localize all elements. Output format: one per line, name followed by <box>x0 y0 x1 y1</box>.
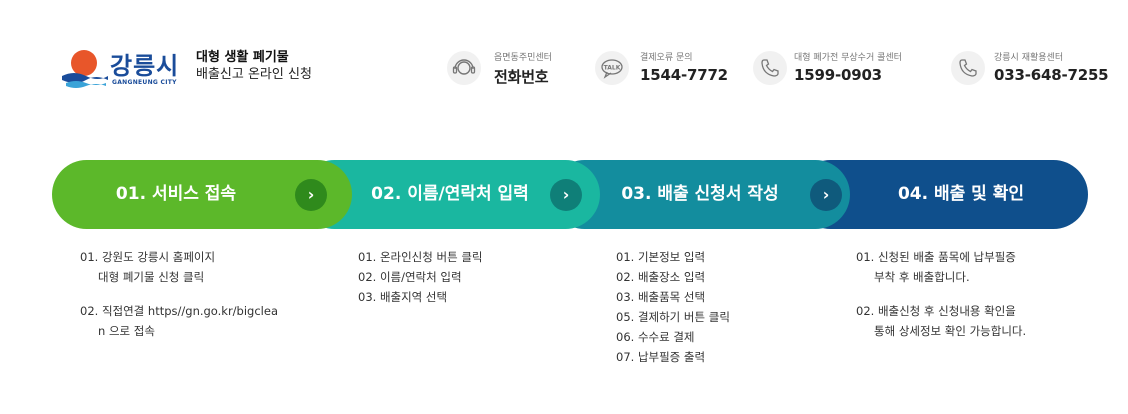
step-03-description: 01. 기본정보 입력 02. 배출장소 입력 03. 배출품목 선택 05. … <box>616 247 730 367</box>
contact-label: 대형 폐가전 무상수거 콜센터 <box>794 53 902 63</box>
contact-label: 강릉시 재활용센터 <box>994 53 1064 63</box>
list-item: 06. 수수료 결제 <box>616 330 695 344</box>
list-item-continuation: 대형 폐기물 신청 클릭 <box>98 270 205 284</box>
contact-appliance-callcenter[interactable]: 대형 폐가전 무상수거 콜센터 1599-0903 <box>752 46 932 92</box>
logo-subtext: GANGNEUNG CITY <box>112 79 177 86</box>
contact-recycling-center[interactable]: 강릉시 재활용센터 033-648-7255 <box>950 46 1110 92</box>
chevron-right-icon: › <box>307 185 315 204</box>
svg-text:TALK: TALK <box>604 65 621 72</box>
list-item: 07. 납부필증 출력 <box>616 350 706 364</box>
contact-number: 전화번호 <box>494 68 549 86</box>
list-item: 01. 강원도 강릉시 홈페이지 <box>80 250 216 264</box>
list-item: 03. 배출지역 선택 <box>358 290 448 304</box>
step-01-label: 01. 서비스 접속 <box>115 184 237 204</box>
step-04-label: 04. 배출 및 확인 <box>897 184 1025 204</box>
step-04-description: 01. 신청된 배출 품목에 납부필증 부착 후 배출합니다. 02. 배출신청… <box>856 247 1026 341</box>
list-item: 01. 신청된 배출 품목에 납부필증 <box>856 250 1016 264</box>
next-arrow-icon: › <box>810 179 842 211</box>
talk-bubble-icon: TALK <box>595 51 629 85</box>
contact-label: 읍면동주민센터 <box>494 53 552 63</box>
service-title: 대형 생활 폐기물 배출신고 온라인 신청 <box>196 49 312 83</box>
step-02-label: 02. 이름/연락처 입력 <box>371 184 529 204</box>
list-item: 02. 직접연결 https//gn.go.kr/bigclea <box>80 304 278 318</box>
step-02-description: 01. 온라인신청 버튼 클릭 02. 이름/연락처 입력 03. 배출지역 선… <box>358 247 482 307</box>
contact-community-center[interactable]: 읍면동주민센터 전화번호 <box>446 46 576 92</box>
service-title-line1: 대형 생활 폐기물 <box>196 50 289 65</box>
list-item: 02. 배출신청 후 신청내용 확인을 <box>856 304 1016 318</box>
phone-icon <box>951 51 985 85</box>
sun-wave-logo-icon <box>62 50 108 88</box>
step-01-description: 01. 강원도 강릉시 홈페이지 대형 폐기물 신청 클릭 02. 직접연결 h… <box>80 247 278 341</box>
list-item: 02. 배출장소 입력 <box>616 270 706 284</box>
contact-number: 1599-0903 <box>794 66 882 84</box>
logo-text: 강릉시 <box>110 52 180 80</box>
contact-number: 1544-7772 <box>640 66 728 84</box>
chevron-right-icon: › <box>562 185 570 204</box>
list-item: 01. 기본정보 입력 <box>616 250 706 264</box>
list-item: 03. 배출품목 선택 <box>616 290 706 304</box>
next-arrow-icon: › <box>295 179 327 211</box>
contact-label: 결제오류 문의 <box>640 53 693 63</box>
header: 강릉시 GANGNEUNG CITY 대형 생활 폐기물 배출신고 온라인 신청… <box>0 0 1128 130</box>
list-item: 01. 온라인신청 버튼 클릭 <box>358 250 483 264</box>
list-item: 05. 결제하기 버튼 클릭 <box>616 310 730 324</box>
list-item-continuation: 통해 상세정보 확인 가능합니다. <box>874 324 1027 338</box>
headset-icon <box>447 51 481 85</box>
list-item: 02. 이름/연락처 입력 <box>358 270 462 284</box>
contact-payment-error[interactable]: TALK 결제오류 문의 1544-7772 <box>594 46 734 92</box>
service-title-line2: 배출신고 온라인 신청 <box>196 67 312 82</box>
step-03 <box>550 160 850 229</box>
step-03-label: 03. 배출 신청서 작성 <box>621 184 779 204</box>
next-arrow-icon: › <box>550 179 582 211</box>
gangneung-logo[interactable]: 강릉시 GANGNEUNG CITY <box>60 40 180 100</box>
contact-number: 033-648-7255 <box>994 66 1109 84</box>
process-steps: 01. 서비스 접속 02. 이름/연락처 입력 03. 배출 신청서 작성 0… <box>52 160 1088 229</box>
list-item-continuation: 부착 후 배출합니다. <box>874 270 970 284</box>
chevron-right-icon: › <box>822 185 830 204</box>
list-item-continuation: n 으로 접속 <box>98 324 155 338</box>
phone-icon <box>753 51 787 85</box>
